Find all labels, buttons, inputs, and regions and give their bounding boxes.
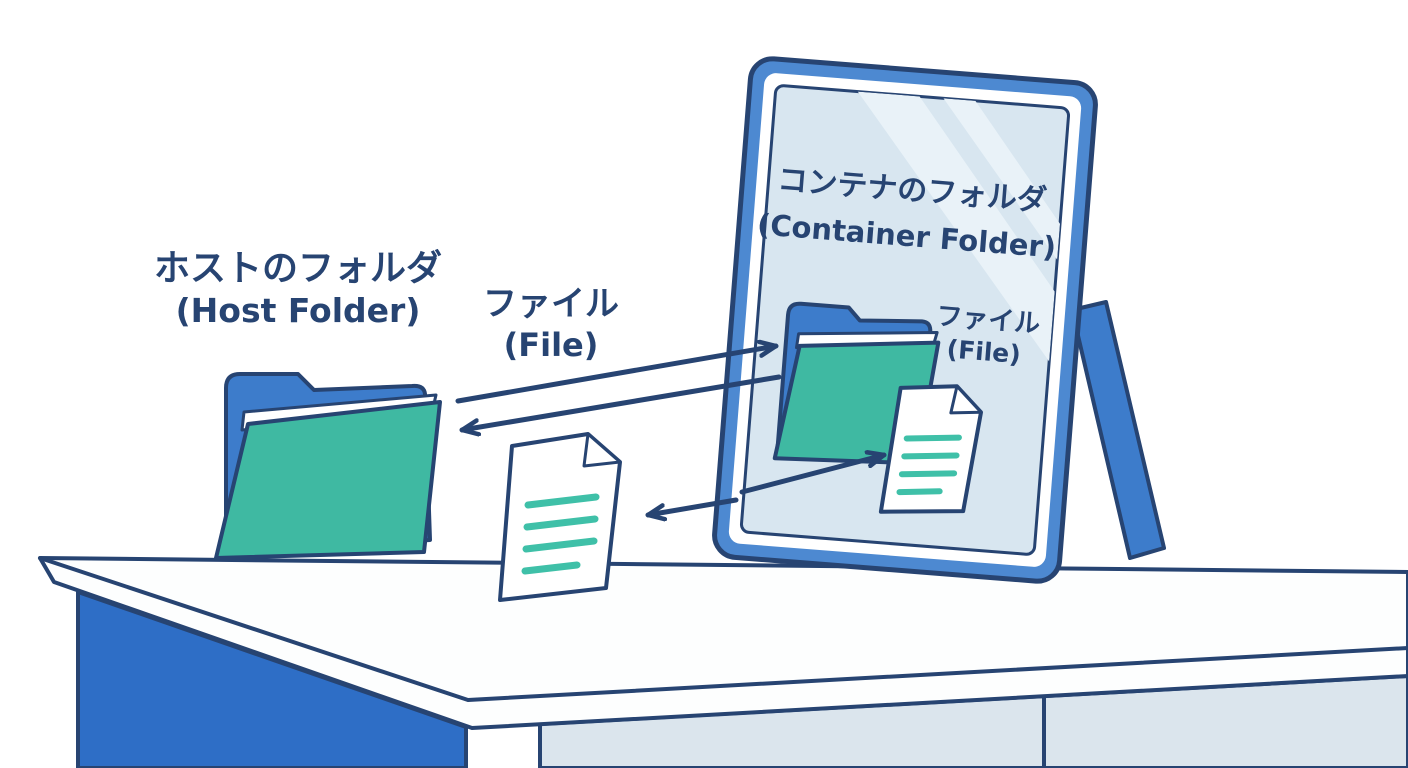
container-file-icon <box>878 384 983 514</box>
file-label-jp: ファイル <box>483 284 619 324</box>
host-folder-front <box>214 400 442 560</box>
container-file-fold <box>949 384 983 415</box>
mirror-stand <box>1070 300 1166 560</box>
desk-top <box>38 556 1408 730</box>
mirror: コンテナのフォルダ (Container Folder) ファイル (File) <box>712 56 1098 584</box>
container-file-lines <box>896 434 962 496</box>
arrow-container-to-host <box>459 374 782 430</box>
file-icon <box>498 432 622 602</box>
file-lines <box>521 493 600 575</box>
glass-highlight-wide <box>857 91 1055 362</box>
host-folder-label-en: (Host Folder) <box>176 291 421 330</box>
file-fold <box>582 432 622 468</box>
host-folder-icon <box>214 372 442 560</box>
glass-reflections <box>857 91 1061 362</box>
glass-highlight-narrow <box>943 98 1061 260</box>
arrow-host-to-container <box>455 346 779 404</box>
container-file-sheet <box>878 384 983 514</box>
file-label-en: (File) <box>504 326 599 364</box>
file-sheet <box>498 432 622 602</box>
host-folder-label-jp: ホストのフォルダ <box>154 248 442 289</box>
arrow-container-to-file <box>645 497 739 515</box>
container-file-label-en: (File) <box>946 334 1022 369</box>
desk-front-edge-crease <box>38 556 1408 702</box>
desk <box>38 556 1408 768</box>
arrow-file-to-container <box>739 455 887 495</box>
sync-arrows <box>455 346 887 515</box>
